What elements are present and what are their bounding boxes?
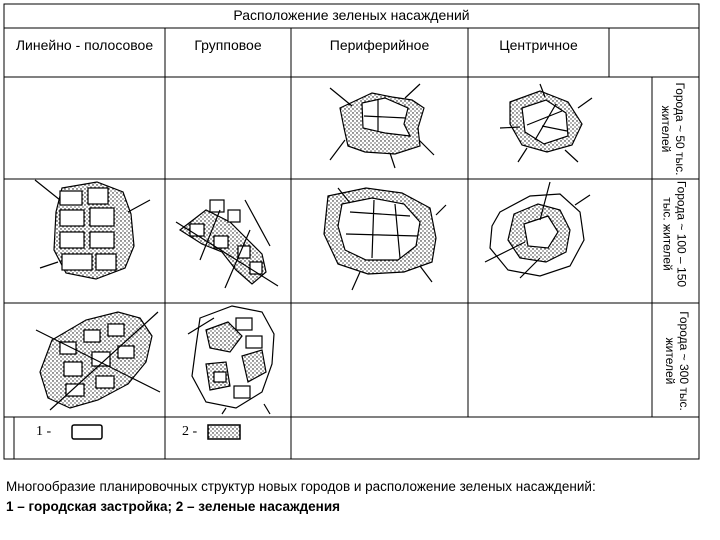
plan-centric-small: [500, 84, 592, 162]
row-label-50k: Города ~ 50 тыс. жителей: [659, 74, 687, 184]
plan-linear-large: [36, 312, 160, 410]
row-label-300k: Города ~ 300 тыс. жителей: [663, 306, 691, 416]
legend-swatches: [72, 425, 240, 439]
plan-linear-medium: [35, 180, 150, 279]
column-header-centric: Центричное: [468, 36, 609, 54]
figure-caption: Многообразие планировочных структур новы…: [6, 477, 718, 517]
legend-building-swatch: [72, 425, 102, 439]
legend-greenery-swatch: [208, 425, 240, 439]
plan-peripheral-small: [330, 84, 434, 168]
plan-group-large: [188, 306, 274, 414]
diagram-title: Расположение зеленых насаждений: [4, 4, 699, 26]
plan-peripheral-medium: [324, 188, 446, 290]
plan-centric-medium: [485, 182, 590, 278]
caption-line-1: Многообразие планировочных структур новы…: [6, 477, 718, 497]
row-label-100-150k: Города ~ 100 – 150 тыс. жителей: [661, 177, 689, 292]
column-header-group: Групповое: [165, 36, 291, 54]
column-header-peripheral: Периферийное: [291, 36, 468, 54]
caption-line-2: 1 – городская застройка; 2 – зеленые нас…: [6, 497, 718, 517]
plan-group-medium: [176, 200, 278, 288]
column-header-linear: Линейно - полосовое: [4, 36, 165, 54]
legend-label-greenery: 2 -: [182, 424, 197, 440]
legend-label-building: 1 -: [36, 424, 51, 440]
